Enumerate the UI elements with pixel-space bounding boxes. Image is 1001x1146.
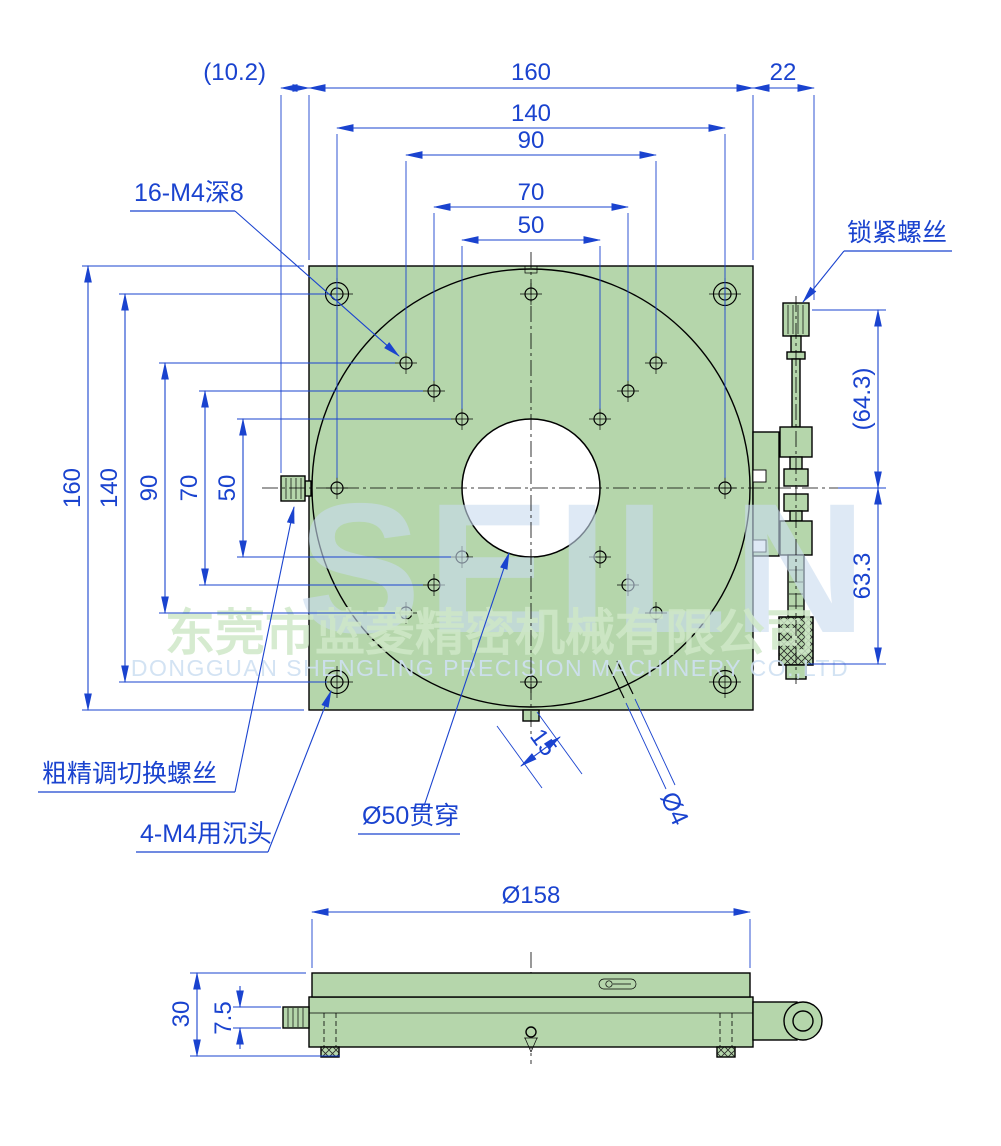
side-base (308, 996, 754, 1048)
dim-side-diameter: Ø158 (502, 882, 561, 909)
dim-top-90: 90 (518, 127, 545, 154)
watermark-company-en: DONGGUAN SHENGLING PRECISION MACHINERY C… (131, 655, 849, 681)
dimensions-left: 160 140 90 70 50 (59, 264, 451, 712)
side-table (311, 972, 751, 998)
side-knob (282, 1006, 310, 1029)
clamp-bracket (752, 431, 780, 557)
dim-right-64-3: (64.3) (849, 368, 876, 431)
dim-right-22: 22 (770, 59, 797, 86)
side-view-part (282, 972, 823, 1058)
label-counterbore: 4-M4用沉头 (136, 689, 332, 853)
watermark-brand: SEILN (298, 466, 873, 672)
dim-side-height: 30 (168, 1001, 195, 1028)
label-coarse-fine-text: 粗精调切换螺丝 (42, 760, 217, 788)
side-view: Ø158 30 7.5 (168, 882, 823, 1058)
side-arm (752, 1001, 823, 1041)
dim-right-63-3: 63.3 (849, 553, 876, 600)
dimensions-right: (64.3) 63.3 (808, 308, 886, 666)
dim-top-140: 140 (511, 100, 551, 127)
side-view-dimensions: Ø158 30 7.5 (168, 882, 752, 1058)
side-level-slot (598, 978, 637, 990)
label-coarse-fine: 粗精调切换螺丝 (38, 505, 295, 793)
dimensions-top: (10.2) 160 22 140 90 70 50 (203, 59, 816, 478)
label-lock-screw: 锁紧螺丝 (802, 219, 952, 303)
pin-hole-slot (607, 660, 634, 699)
label-through-hole-text: Ø50贯穿 (362, 802, 459, 830)
dim-width-160: 160 (511, 59, 551, 86)
label-hole-spec: 16-M4深8 (130, 179, 400, 357)
dim-left-70: 70 (176, 475, 203, 502)
side-bottom-screws (320, 1013, 736, 1058)
annotation-labels: 16-M4深8 锁紧螺丝 粗精调切换螺丝 4-M4用沉头 Ø50贯穿 (38, 179, 952, 853)
label-lock-screw-text: 锁紧螺丝 (847, 219, 947, 247)
dim-side-step: 7.5 (210, 1001, 237, 1034)
dim-top-70: 70 (518, 179, 545, 206)
side-center-pivot (524, 1026, 538, 1053)
label-through-hole: Ø50贯穿 (358, 551, 510, 835)
label-pin-hole: Ø4 (655, 788, 695, 830)
coarse-fine-knob (280, 475, 312, 502)
dim-left-90: 90 (136, 475, 163, 502)
watermark-company-cn: 东莞市蓝菱精密机械有限公司 (165, 605, 815, 661)
dim-left-offset: (10.2) (203, 59, 266, 86)
dim-top-50: 50 (518, 212, 545, 239)
dim-left-160: 160 (59, 468, 86, 508)
dim-left-140: 140 (96, 468, 123, 508)
label-counterbore-text: 4-M4用沉头 (140, 820, 272, 848)
label-hole-spec-text: 16-M4深8 (134, 179, 244, 207)
dim-left-50: 50 (214, 475, 241, 502)
watermark: SEILN 东莞市蓝菱精密机械有限公司 DONGGUAN SHENGLING P… (131, 466, 873, 681)
dim-15: 15 (524, 724, 562, 761)
